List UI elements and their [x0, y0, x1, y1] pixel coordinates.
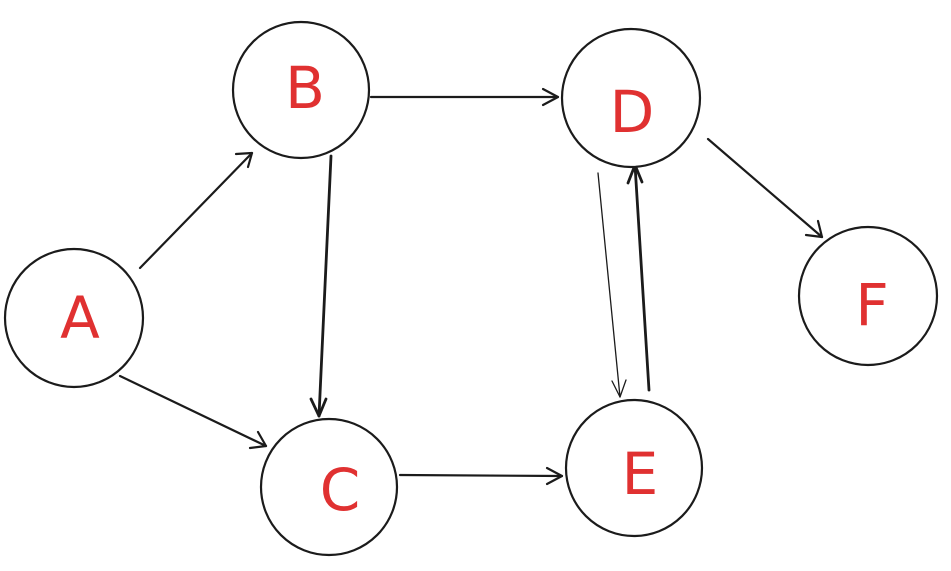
edge-d-to-f: [706, 137, 824, 239]
node-c: C: [259, 417, 399, 557]
edge-a-to-b: [138, 151, 254, 270]
node-c-label: C: [320, 456, 361, 524]
edge-d-to-e: [597, 172, 627, 398]
nodes-layer: A B C D E F: [3, 20, 939, 557]
edge-c-to-e: [398, 466, 564, 486]
node-d-label: D: [610, 78, 655, 146]
edge-b-to-c: [309, 154, 333, 418]
edge-a-to-c: [118, 374, 268, 450]
node-f-label: F: [855, 271, 888, 339]
node-e: E: [564, 398, 704, 538]
node-a: A: [3, 247, 145, 389]
node-d: D: [560, 27, 702, 169]
node-a-label: A: [60, 284, 100, 352]
node-e-label: E: [622, 440, 659, 508]
node-b: B: [231, 20, 371, 160]
edge-e-to-d: [626, 163, 651, 392]
edge-b-to-d: [369, 87, 560, 107]
node-b-label: B: [285, 54, 325, 122]
node-f: F: [797, 225, 939, 367]
edges-layer: [118, 87, 824, 486]
